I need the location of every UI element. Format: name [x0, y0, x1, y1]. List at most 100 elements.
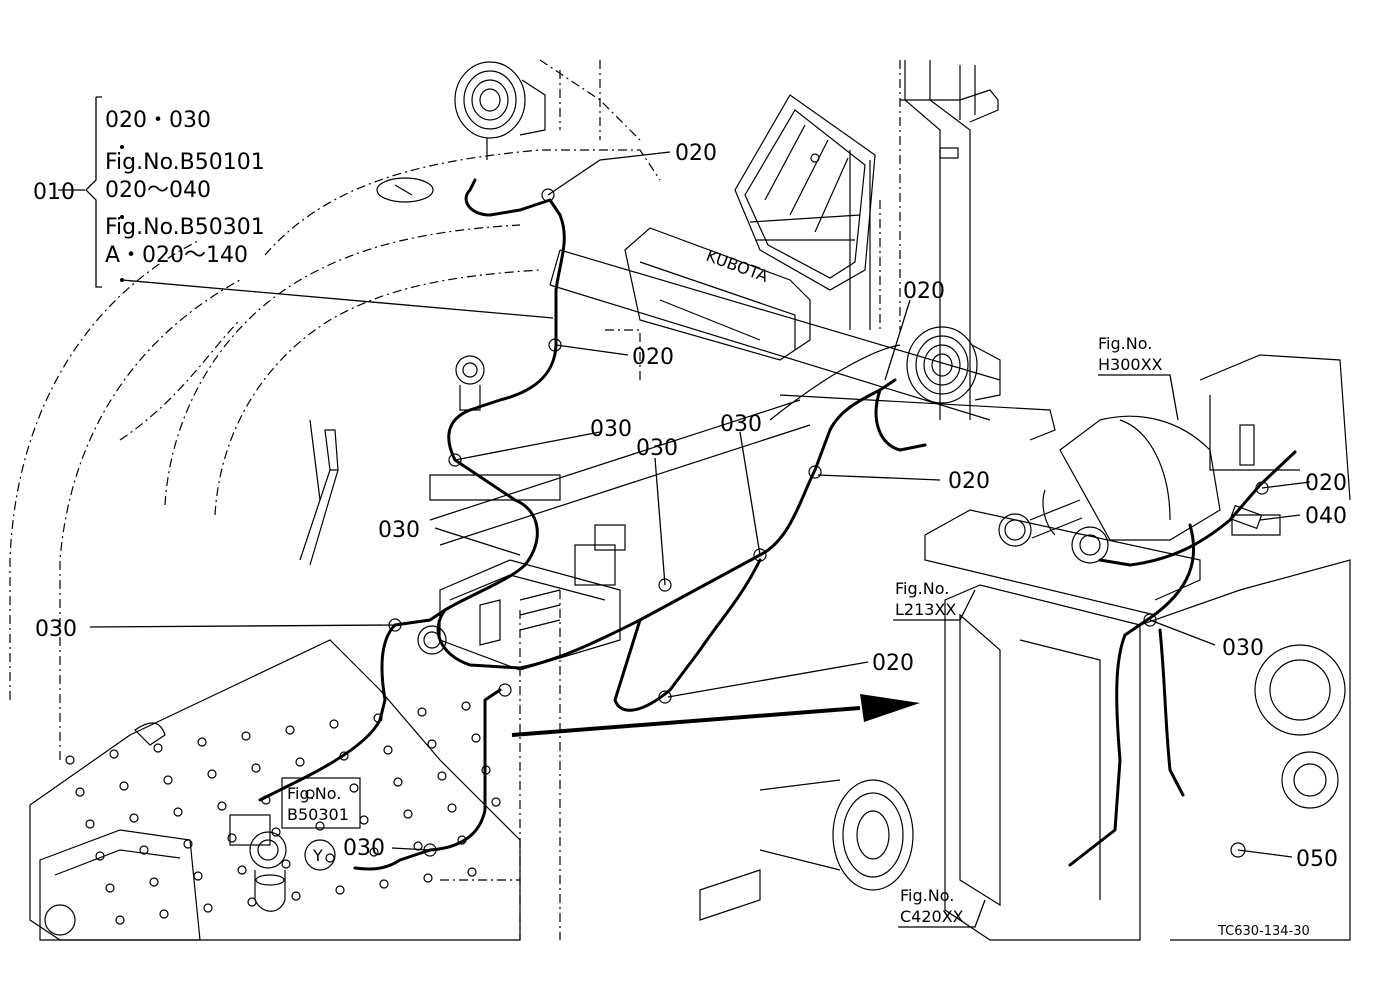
plate-hole — [369, 847, 379, 857]
axle-flange — [699, 779, 914, 921]
plate-hole — [119, 781, 129, 791]
plate-hole — [291, 891, 301, 901]
plate-hole — [461, 701, 471, 711]
rear-housing — [924, 354, 1351, 941]
group-line-5: A・020～140 — [105, 243, 248, 268]
plate-hole — [379, 879, 389, 889]
plate-hole — [203, 903, 213, 913]
ref-l213-line1: Fig.No. — [895, 579, 949, 598]
plate-hole — [129, 813, 139, 823]
callout-030-left: 030 — [35, 617, 77, 642]
group-line-2: Fig.No.B50101 — [105, 150, 265, 175]
chassis-plate-holes — [65, 701, 501, 925]
brand-logo: KUBOTA — [704, 246, 771, 286]
plate-hole — [335, 885, 345, 895]
ref-c420-line2: C420XX — [900, 907, 964, 926]
group-line-1: 020・030 — [105, 108, 211, 133]
drawing-code: TC630-134-30 — [1217, 924, 1310, 939]
view-arrow — [511, 694, 920, 737]
plate-hole — [295, 757, 305, 767]
ref-c420-line1: Fig.No. — [900, 886, 954, 905]
callout-020-rear: 020 — [1305, 471, 1347, 496]
leader-lines — [58, 96, 1311, 928]
ref-l213-line2: L213XX — [895, 600, 956, 619]
callout-labels: 010 020・030 Fig.No.B50101 020～040 Fig.No… — [33, 108, 1347, 872]
plate-hole — [207, 769, 217, 779]
ref-h300-line1: Fig.No. — [1098, 334, 1152, 353]
pump-assembly — [998, 415, 1281, 564]
callout-030-b: 030 — [636, 436, 678, 461]
plate-hole — [217, 801, 227, 811]
callout-010: 010 — [33, 180, 75, 205]
plate-hole — [305, 789, 315, 799]
seat-mesh — [734, 94, 876, 291]
plate-hole — [105, 883, 115, 893]
work-lamp-top — [454, 61, 546, 160]
plate-hole — [359, 815, 369, 825]
plate-hole — [423, 873, 433, 883]
plate-hole — [467, 867, 477, 877]
plate-hole — [281, 859, 291, 869]
transmission-left — [39, 814, 271, 941]
work-lamp-right — [906, 326, 1001, 404]
group-line-4: Fig.No.B50301 — [105, 215, 265, 240]
plate-hole — [85, 819, 95, 829]
plate-hole — [153, 743, 163, 753]
callout-030-a: 030 — [590, 417, 632, 442]
connector-y — [249, 831, 287, 912]
ref-b50301-line1: Fig.No. — [287, 784, 341, 803]
callout-020-lower: 020 — [872, 651, 914, 676]
plate-hole — [75, 787, 85, 797]
main-frame-beam — [429, 249, 1056, 546]
callout-050: 050 — [1296, 847, 1338, 872]
plate-hole — [159, 909, 169, 919]
rops-frame — [849, 60, 999, 420]
wire-clamps — [388, 188, 1269, 858]
callout-040: 040 — [1305, 504, 1347, 529]
plate-hole — [237, 865, 247, 875]
ref-b50301-line2: B50301 — [287, 805, 349, 824]
callout-020-lamp: 020 — [903, 279, 945, 304]
plate-hole — [403, 809, 413, 819]
plate-hole — [447, 803, 457, 813]
plate-hole — [241, 731, 251, 741]
plate-hole — [383, 745, 393, 755]
plate-hole — [139, 845, 149, 855]
callout-020-frame: 020 — [948, 469, 990, 494]
ref-y-marker: Y — [312, 846, 323, 865]
callout-030-c: 030 — [720, 412, 762, 437]
chassis-plate — [29, 639, 521, 941]
fender-outline — [9, 59, 901, 940]
plate-hole — [325, 853, 335, 863]
plate-hole — [163, 775, 173, 785]
callout-020-top: 020 — [675, 141, 717, 166]
plate-hole — [315, 821, 325, 831]
plate-hole — [193, 871, 203, 881]
plate-hole — [471, 733, 481, 743]
figure-references: Fig.No. H300XX Fig.No. L213XX Fig.No. C4… — [287, 334, 1163, 926]
callout-030-rear: 030 — [1222, 636, 1264, 661]
toolbox: KUBOTA — [624, 227, 811, 361]
plate-hole — [349, 783, 359, 793]
ref-box-b50301 — [281, 777, 361, 871]
plate-hole — [427, 739, 437, 749]
plate-hole — [173, 807, 183, 817]
wire-harness — [258, 178, 1297, 871]
plate-hole — [329, 719, 339, 729]
plate-hole — [149, 877, 159, 887]
plate-hole — [197, 737, 207, 747]
levers — [299, 177, 485, 655]
plate-hole — [491, 797, 501, 807]
plate-hole — [115, 915, 125, 925]
plate-hole — [285, 725, 295, 735]
callout-030-d: 030 — [378, 518, 420, 543]
plate-hole — [65, 755, 75, 765]
plate-hole — [437, 771, 447, 781]
plate-hole — [109, 749, 119, 759]
callout-030-bottom: 030 — [343, 836, 385, 861]
plate-hole — [393, 777, 403, 787]
plate-hole — [271, 827, 281, 837]
ref-h300-line2: H300XX — [1098, 355, 1163, 374]
